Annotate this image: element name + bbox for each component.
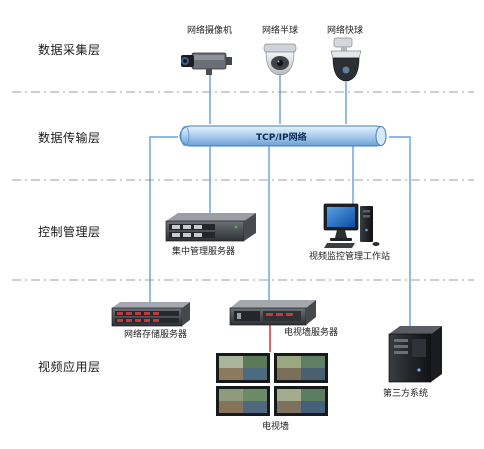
network-dome-label: 网络半球 [262, 26, 299, 36]
connectors [149, 72, 411, 328]
layer-title-control: 控制管理层 [38, 225, 101, 239]
third-party-system-label: 第三方系统 [383, 389, 429, 399]
tv-wall-label: 电视墙 [262, 422, 290, 432]
tv-wall-icon [216, 353, 328, 416]
layer-title-transmission: 数据传输层 [38, 131, 101, 145]
tv-wall-server-icon [229, 300, 316, 326]
central-server-label: 集中管理服务器 [172, 247, 236, 257]
workstation-icon [323, 203, 380, 248]
tv-wall-screen-4 [274, 386, 328, 416]
network-camera-label: 网络摄像机 [187, 26, 233, 36]
tcp-ip-bus-label: TCP/IP网络 [256, 133, 307, 143]
link-storage-server [149, 136, 178, 303]
network-speed-dome-icon [330, 37, 362, 82]
network-camera-icon [181, 52, 232, 75]
storage-server-icon [111, 302, 190, 327]
central-server-icon [165, 213, 256, 242]
tv-wall-screen-2 [274, 353, 328, 383]
third-party-system-icon [388, 326, 442, 383]
network-dome-icon [263, 43, 297, 76]
tv-wall-server-label: 电视墙服务器 [284, 328, 339, 338]
link-third-party [389, 136, 411, 328]
layer-title-acquisition: 数据采集层 [38, 43, 101, 57]
tv-wall-screen-1 [216, 353, 270, 383]
tcp-ip-bus [179, 125, 387, 147]
layer-dividers [12, 91, 474, 281]
tv-wall-screen-3 [216, 386, 270, 416]
storage-server-label: 网络存储服务器 [124, 330, 188, 340]
layer-title-application: 视频应用层 [38, 360, 101, 374]
workstation-label: 视频监控管理工作站 [309, 252, 391, 262]
network-speed-dome-label: 网络快球 [327, 26, 364, 36]
